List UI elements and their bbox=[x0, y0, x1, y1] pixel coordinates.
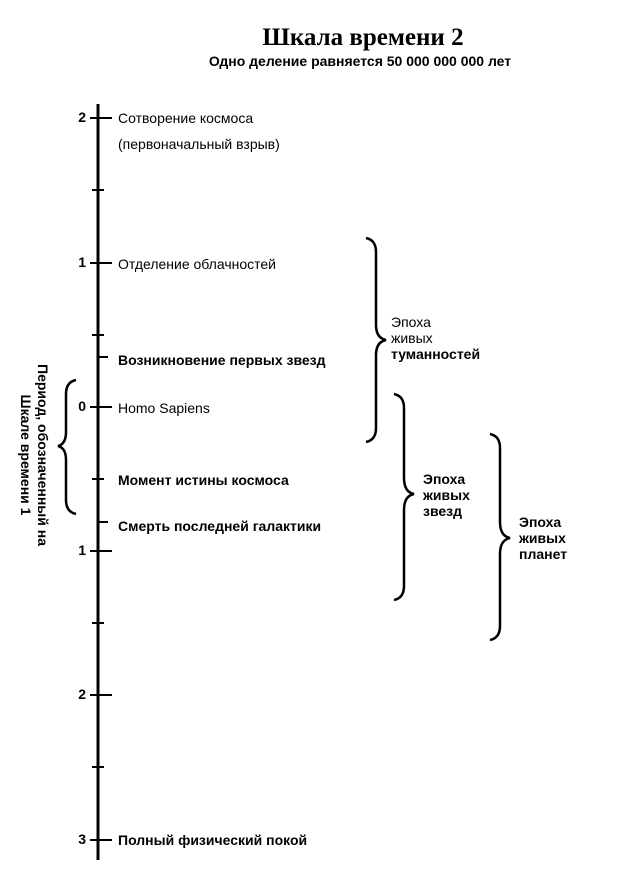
scale-number: 2 bbox=[78, 109, 86, 125]
event-homo-sapiens: Homo Sapiens bbox=[118, 400, 210, 416]
epoch-nebulae-label: Эпоха живых туманностей bbox=[391, 314, 480, 362]
epoch-stars-line3: звезд bbox=[423, 503, 463, 519]
epoch-nebulae-line3: туманностей bbox=[391, 346, 481, 362]
epoch-planets-line2: живых bbox=[519, 530, 566, 546]
side-label-timescale-1: Период, обозначенный на Шкале времени 1 bbox=[15, 345, 51, 565]
brace-stars bbox=[393, 392, 415, 602]
side-label-line1: Период, обозначенный на bbox=[35, 364, 51, 546]
scale-number: 1 bbox=[78, 254, 86, 270]
scale-number: 3 bbox=[78, 831, 86, 847]
epoch-planets-label: Эпоха живых планет bbox=[519, 514, 567, 562]
epoch-nebulae-line1: Эпоха bbox=[391, 314, 431, 330]
epoch-stars-label: Эпоха живых звезд bbox=[423, 471, 470, 519]
event-first-stars: Возникновение первых звезд bbox=[118, 352, 326, 368]
epoch-stars-line2: живых bbox=[423, 487, 470, 503]
side-label-line2: Шкале времени 1 bbox=[18, 394, 34, 516]
event-physical-rest: Полный физический покой bbox=[118, 832, 308, 848]
scale-number: 1 bbox=[78, 542, 86, 558]
diagram-title: Шкала времени 2 bbox=[262, 24, 464, 51]
diagram-subtitle: Одно деление равняется 50 000 000 000 ле… bbox=[208, 53, 512, 69]
scale-number: 2 bbox=[78, 686, 86, 702]
event-cloud-separation: Отделение облачностей bbox=[118, 256, 277, 272]
epoch-nebulae-line2: живых bbox=[391, 330, 433, 346]
epoch-planets-line1: Эпоха bbox=[519, 514, 562, 530]
event-cosmic-truth: Момент истины космоса bbox=[118, 472, 289, 488]
event-last-galaxy-death: Смерть последней галактики bbox=[118, 518, 322, 534]
brace-planets bbox=[489, 432, 511, 642]
brace-timescale-1 bbox=[57, 378, 77, 516]
scale-number: 0 bbox=[78, 398, 86, 414]
brace-nebulae bbox=[365, 236, 387, 444]
epoch-stars-line1: Эпоха bbox=[423, 471, 466, 487]
event-creation-line2: (первоначальный взрыв) bbox=[118, 136, 280, 152]
event-creation-line1: Сотворение космоса bbox=[118, 110, 254, 126]
epoch-planets-line3: планет bbox=[519, 546, 568, 562]
